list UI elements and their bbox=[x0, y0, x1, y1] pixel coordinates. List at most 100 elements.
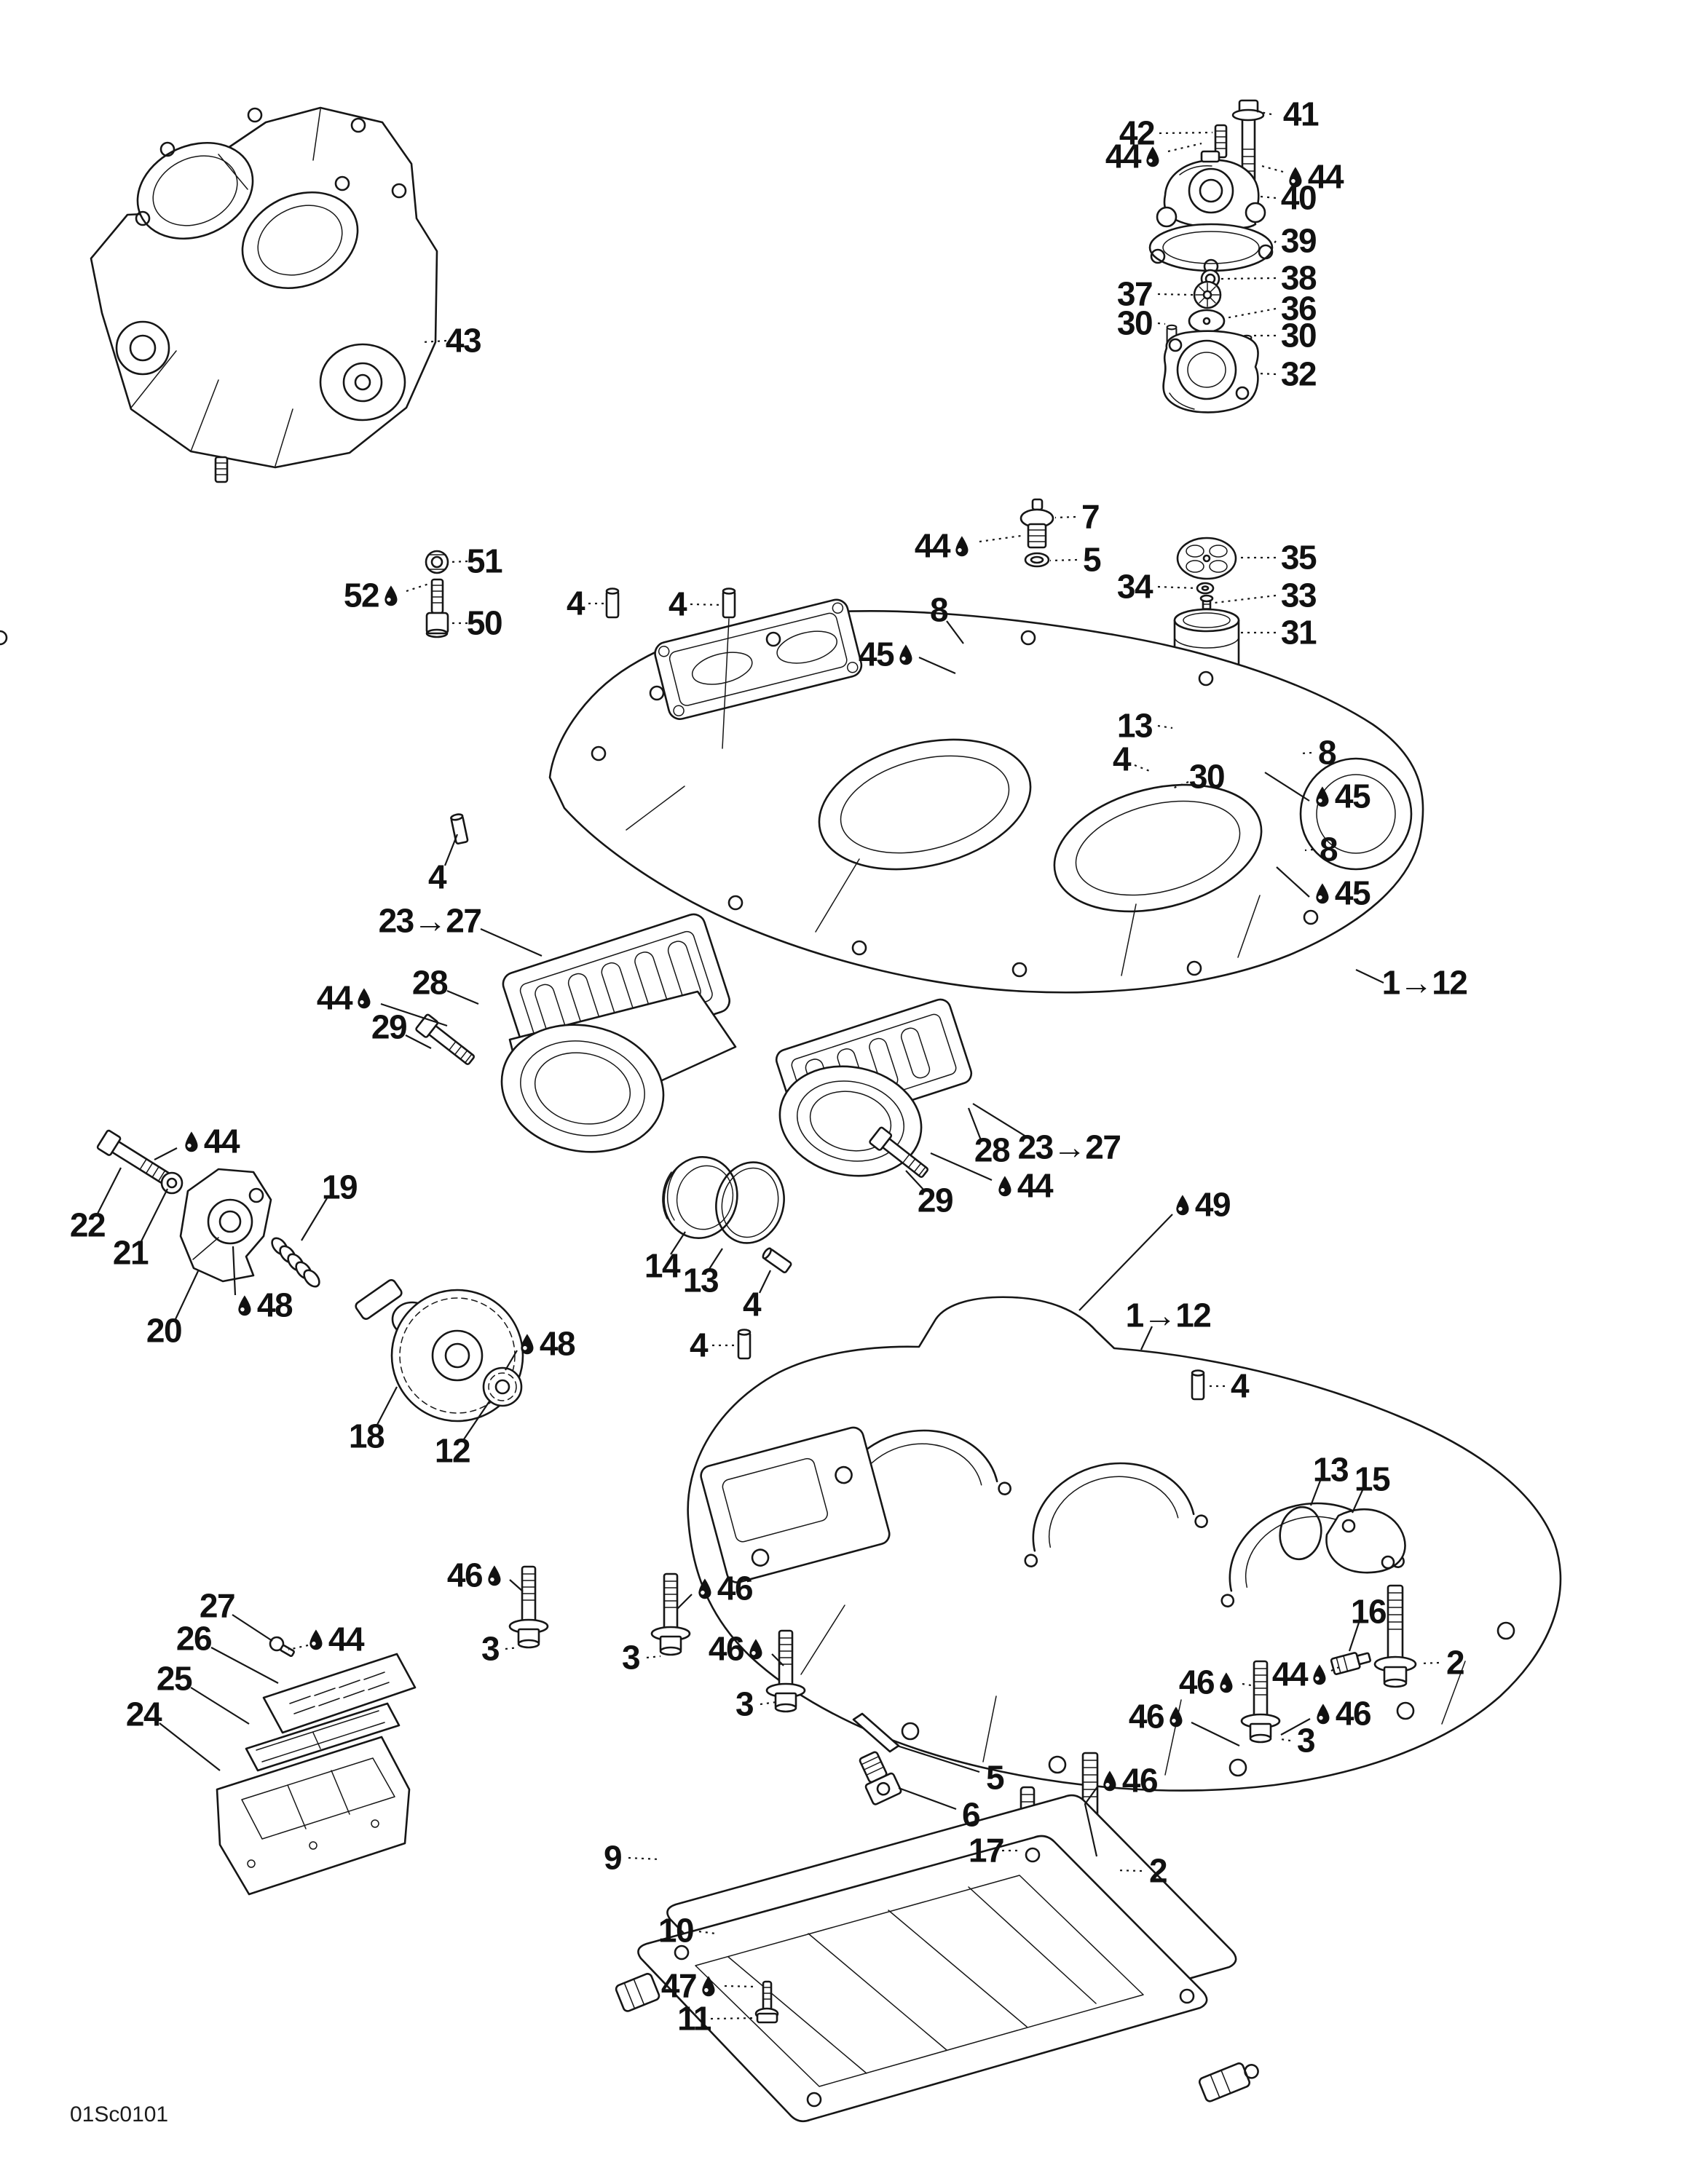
callout-number: 20 bbox=[146, 1311, 183, 1350]
callout-number: 2 bbox=[1446, 1643, 1465, 1682]
oil-droplet-icon bbox=[1289, 167, 1302, 187]
callout-number: 44 bbox=[316, 978, 353, 1017]
callout-47-82: 47 bbox=[661, 1969, 717, 2003]
leader-line-12-46 bbox=[463, 1401, 490, 1440]
oil-droplet-icon bbox=[384, 585, 398, 606]
callout-number: 46 bbox=[1335, 1694, 1372, 1733]
callout-number: 48 bbox=[539, 1324, 576, 1363]
callout-6-79: 6 bbox=[962, 1797, 981, 1831]
leader-line-47-82 bbox=[724, 1985, 758, 1988]
callout-22-40: 22 bbox=[70, 1208, 106, 1241]
callout-number: 3 bbox=[621, 1638, 641, 1677]
leader-line-18-45 bbox=[376, 1386, 398, 1425]
part-dowel-4-b bbox=[722, 587, 736, 619]
leader-line-23-to-27-35 bbox=[480, 927, 543, 957]
leader-line-38-6 bbox=[1220, 277, 1277, 280]
callout-13-16: 13 bbox=[1117, 708, 1153, 742]
leader-line-46-66 bbox=[509, 1579, 524, 1592]
callout-32-11: 32 bbox=[1281, 357, 1317, 390]
callout-4-17: 4 bbox=[1112, 740, 1132, 778]
callout-28-52: 28 bbox=[974, 1131, 1011, 1169]
callout-30-9: 30 bbox=[1117, 306, 1153, 339]
leader-line-44-55 bbox=[930, 1152, 993, 1182]
oil-droplet-icon bbox=[749, 1639, 762, 1659]
part-dowel-4-a bbox=[605, 587, 620, 619]
callout-44-63: 44 bbox=[1271, 1655, 1328, 1693]
callout-29-54: 29 bbox=[918, 1183, 954, 1216]
callout-4-28: 4 bbox=[668, 585, 687, 623]
oil-droplet-icon bbox=[488, 1565, 501, 1586]
leader-line-42-1 bbox=[1159, 131, 1213, 135]
leader-line-44-30 bbox=[979, 534, 1022, 543]
callout-number: 4 bbox=[668, 585, 687, 623]
callout-18-45: 18 bbox=[349, 1419, 385, 1452]
part-pump-body-32 bbox=[1162, 330, 1259, 414]
callout-8-19: 8 bbox=[1318, 735, 1337, 769]
callout-15-61: 15 bbox=[1354, 1460, 1391, 1498]
leader-line-29-54 bbox=[905, 1170, 925, 1191]
leader-line-25-87 bbox=[190, 1687, 250, 1725]
callout-30-10: 30 bbox=[1281, 318, 1317, 352]
callout-number: 28 bbox=[974, 1131, 1011, 1169]
part-dowel-4-right bbox=[1191, 1369, 1205, 1401]
callout-number: 17 bbox=[968, 1831, 1005, 1870]
leader-line-33-14 bbox=[1214, 594, 1277, 604]
callout-3-65: 3 bbox=[1297, 1723, 1316, 1757]
oil-droplet-icon bbox=[1176, 1195, 1189, 1215]
callout-4-50: 4 bbox=[743, 1287, 762, 1321]
callout-10-81: 10 bbox=[658, 1913, 695, 1947]
part-pump-housing-40 bbox=[1156, 150, 1266, 229]
oil-droplet-icon bbox=[1170, 1706, 1183, 1727]
callout-number: 37 bbox=[1116, 274, 1153, 313]
leader-lines-layer bbox=[97, 110, 1440, 2020]
callout-number: 13 bbox=[682, 1261, 719, 1299]
part-lower-crankcase-half bbox=[687, 1296, 1562, 1792]
callout-number: 4 bbox=[1112, 740, 1132, 778]
callout-8-32: 8 bbox=[930, 593, 949, 626]
leader-line-44-39 bbox=[154, 1147, 178, 1160]
callout-34-13: 34 bbox=[1117, 569, 1153, 603]
callout-2-74: 2 bbox=[1149, 1853, 1168, 1887]
callout-17-77: 17 bbox=[968, 1831, 1005, 1870]
leader-line-1-to-12-57 bbox=[1140, 1326, 1153, 1350]
part-disc-36 bbox=[1188, 309, 1226, 333]
leader-line-16-62 bbox=[1348, 1622, 1360, 1652]
leader-line-36-8 bbox=[1225, 307, 1277, 320]
leader-line-2-74 bbox=[1115, 1869, 1143, 1872]
callout-4-27: 4 bbox=[567, 586, 585, 620]
leader-line-4-50 bbox=[759, 1270, 771, 1294]
callout-46-72: 46 bbox=[1129, 1699, 1184, 1733]
oil-droplet-icon bbox=[899, 644, 912, 665]
callout-26-86: 26 bbox=[175, 1619, 213, 1658]
callout-number: 44 bbox=[1271, 1655, 1309, 1693]
leader-line-44-2 bbox=[1167, 142, 1202, 153]
leader-line-19-42 bbox=[301, 1198, 328, 1241]
callout-number: 15 bbox=[1354, 1460, 1391, 1498]
callout-number: 26 bbox=[175, 1619, 213, 1658]
callout-33-14: 33 bbox=[1281, 578, 1317, 612]
callout-number: 45 bbox=[858, 635, 895, 673]
leader-line-46-72 bbox=[1191, 1722, 1240, 1746]
leader-line-22-40 bbox=[97, 1167, 122, 1214]
callout-number: 5 bbox=[985, 1758, 1005, 1797]
callout-number: 39 bbox=[1280, 221, 1317, 260]
callout-27-84: 27 bbox=[200, 1588, 236, 1622]
leader-line-49-56 bbox=[1078, 1214, 1173, 1311]
callout-41-0: 41 bbox=[1283, 97, 1320, 130]
callout-4-59: 4 bbox=[1230, 1366, 1250, 1405]
oil-droplet-icon bbox=[698, 1578, 711, 1599]
callout-number: 23→27 bbox=[1017, 1128, 1121, 1166]
leader-line-7-29 bbox=[1054, 515, 1076, 519]
callout-31-15: 31 bbox=[1281, 615, 1317, 649]
callout-number: 44 bbox=[1307, 157, 1344, 196]
callout-1-to-12-57: 1→12 bbox=[1126, 1298, 1212, 1332]
callout-12-46: 12 bbox=[435, 1433, 471, 1467]
callout-number: 30 bbox=[1188, 757, 1226, 796]
callout-45-22: 45 bbox=[1314, 876, 1371, 910]
callout-number: 21 bbox=[112, 1233, 149, 1272]
callout-number: 4 bbox=[1230, 1366, 1250, 1405]
part-bolt-50 bbox=[425, 578, 449, 638]
callout-44-37: 44 bbox=[316, 978, 372, 1017]
callout-3-71: 3 bbox=[735, 1687, 754, 1720]
